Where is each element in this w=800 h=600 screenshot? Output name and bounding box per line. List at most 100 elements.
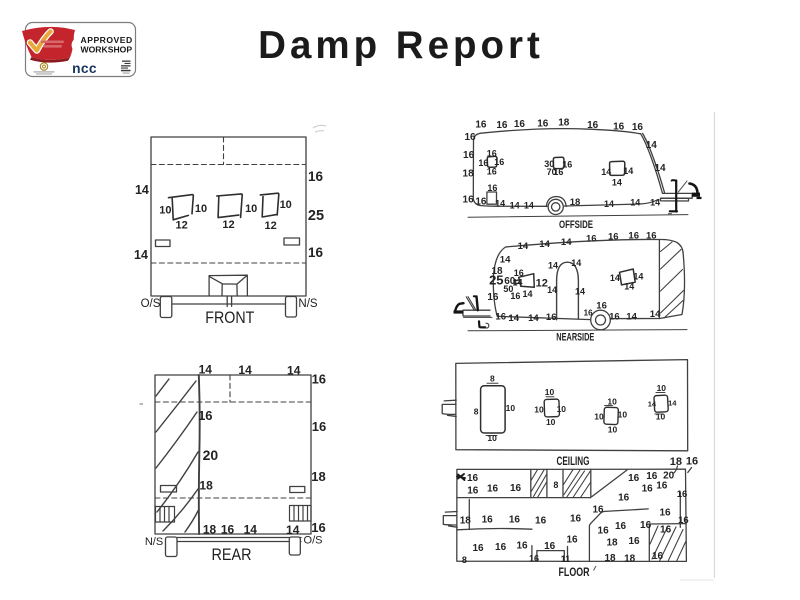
svg-text:12: 12 bbox=[222, 219, 234, 231]
svg-text:18: 18 bbox=[670, 456, 682, 468]
svg-text:O/S: O/S bbox=[141, 298, 161, 310]
svg-text:12: 12 bbox=[264, 220, 276, 232]
svg-text:14: 14 bbox=[510, 200, 520, 210]
svg-text:11: 11 bbox=[561, 554, 571, 564]
svg-text:14: 14 bbox=[604, 199, 614, 209]
svg-text:8: 8 bbox=[553, 480, 558, 490]
svg-text:16: 16 bbox=[592, 504, 604, 515]
svg-text:14: 14 bbox=[646, 140, 658, 151]
svg-text:18: 18 bbox=[203, 522, 217, 536]
svg-text:NEARSIDE: NEARSIDE bbox=[556, 331, 594, 343]
svg-text:14: 14 bbox=[522, 289, 532, 299]
svg-text:16: 16 bbox=[475, 120, 487, 131]
svg-text:70: 70 bbox=[547, 167, 557, 177]
svg-text:20: 20 bbox=[203, 447, 219, 463]
svg-text:16: 16 bbox=[615, 521, 627, 532]
svg-text:10: 10 bbox=[546, 417, 556, 427]
svg-text:16: 16 bbox=[487, 148, 497, 158]
svg-text:16: 16 bbox=[566, 534, 578, 545]
svg-text:8: 8 bbox=[462, 555, 467, 565]
svg-text:16: 16 bbox=[308, 169, 324, 184]
svg-text:14: 14 bbox=[575, 287, 585, 297]
svg-text:14: 14 bbox=[624, 282, 634, 292]
svg-text:12: 12 bbox=[536, 277, 548, 289]
svg-text:16: 16 bbox=[467, 486, 479, 497]
svg-text:16: 16 bbox=[529, 554, 539, 564]
svg-text:16: 16 bbox=[570, 514, 582, 525]
svg-text:16: 16 bbox=[656, 480, 668, 491]
svg-text:16: 16 bbox=[495, 542, 507, 553]
svg-text:16: 16 bbox=[514, 268, 524, 278]
svg-text:14: 14 bbox=[539, 239, 550, 250]
svg-text:16: 16 bbox=[312, 419, 326, 434]
svg-text:14: 14 bbox=[512, 278, 522, 288]
svg-text:18: 18 bbox=[570, 197, 581, 208]
svg-text:16: 16 bbox=[198, 408, 212, 423]
svg-text:8: 8 bbox=[474, 406, 479, 416]
svg-text:16: 16 bbox=[308, 245, 324, 260]
svg-text:14: 14 bbox=[548, 261, 558, 271]
svg-text:16: 16 bbox=[546, 312, 557, 323]
svg-text:16: 16 bbox=[587, 120, 599, 131]
svg-text:16: 16 bbox=[678, 515, 689, 526]
svg-text:16: 16 bbox=[677, 489, 688, 500]
svg-text:10: 10 bbox=[245, 203, 257, 215]
svg-text:16: 16 bbox=[613, 121, 625, 132]
svg-text:18: 18 bbox=[491, 266, 503, 277]
svg-text:14: 14 bbox=[601, 167, 611, 177]
svg-text:16: 16 bbox=[562, 160, 572, 170]
svg-text:30: 30 bbox=[544, 159, 554, 169]
svg-text:18: 18 bbox=[199, 478, 213, 492]
svg-text:14: 14 bbox=[571, 258, 581, 268]
svg-text:16: 16 bbox=[652, 551, 664, 562]
svg-text:14: 14 bbox=[648, 399, 657, 408]
svg-text:10: 10 bbox=[195, 203, 207, 215]
svg-text:16: 16 bbox=[628, 231, 639, 242]
svg-text:16: 16 bbox=[487, 484, 499, 495]
svg-text:18: 18 bbox=[604, 553, 616, 564]
svg-text:16: 16 bbox=[660, 525, 672, 536]
svg-text:16: 16 bbox=[311, 520, 325, 535]
svg-text:50: 50 bbox=[503, 284, 513, 294]
svg-text:16: 16 bbox=[514, 119, 526, 130]
svg-text:OFFSIDE: OFFSIDE bbox=[559, 219, 593, 231]
svg-text:14: 14 bbox=[626, 312, 637, 323]
svg-text:16: 16 bbox=[463, 195, 475, 206]
svg-text:20: 20 bbox=[663, 470, 675, 481]
svg-text:25: 25 bbox=[489, 273, 503, 288]
svg-text:25: 25 bbox=[308, 208, 324, 224]
svg-text:16: 16 bbox=[537, 118, 549, 129]
svg-text:16: 16 bbox=[487, 166, 497, 176]
svg-text:16: 16 bbox=[646, 471, 658, 482]
svg-text:10: 10 bbox=[607, 396, 617, 406]
svg-text:16: 16 bbox=[632, 122, 644, 133]
svg-text:10: 10 bbox=[545, 387, 555, 397]
svg-text:16: 16 bbox=[467, 473, 479, 484]
svg-text:14: 14 bbox=[650, 198, 660, 208]
svg-text:16: 16 bbox=[487, 292, 499, 303]
svg-text:14: 14 bbox=[244, 523, 258, 537]
svg-text:14: 14 bbox=[528, 313, 539, 324]
svg-text:14: 14 bbox=[500, 255, 511, 266]
svg-text:WORKSHOP: WORKSHOP bbox=[81, 44, 133, 54]
svg-text:16: 16 bbox=[608, 232, 619, 243]
svg-text:16: 16 bbox=[659, 508, 671, 519]
svg-text:16: 16 bbox=[535, 516, 547, 527]
svg-text:10: 10 bbox=[534, 404, 544, 414]
svg-text:N/S: N/S bbox=[298, 298, 318, 310]
svg-text:10: 10 bbox=[657, 383, 667, 393]
svg-text:10: 10 bbox=[487, 433, 497, 443]
svg-text:10: 10 bbox=[557, 404, 567, 414]
svg-text:10: 10 bbox=[594, 411, 604, 421]
svg-text:16: 16 bbox=[312, 371, 326, 386]
svg-text:14: 14 bbox=[135, 183, 149, 197]
svg-text:16: 16 bbox=[478, 158, 488, 168]
svg-text:18: 18 bbox=[460, 516, 472, 527]
svg-text:16: 16 bbox=[495, 312, 506, 323]
svg-text:16: 16 bbox=[516, 541, 528, 552]
svg-text:10: 10 bbox=[656, 412, 666, 422]
svg-text:18: 18 bbox=[311, 469, 325, 484]
svg-text:10: 10 bbox=[159, 204, 171, 216]
svg-text:14: 14 bbox=[547, 285, 557, 295]
svg-text:14: 14 bbox=[630, 198, 640, 208]
